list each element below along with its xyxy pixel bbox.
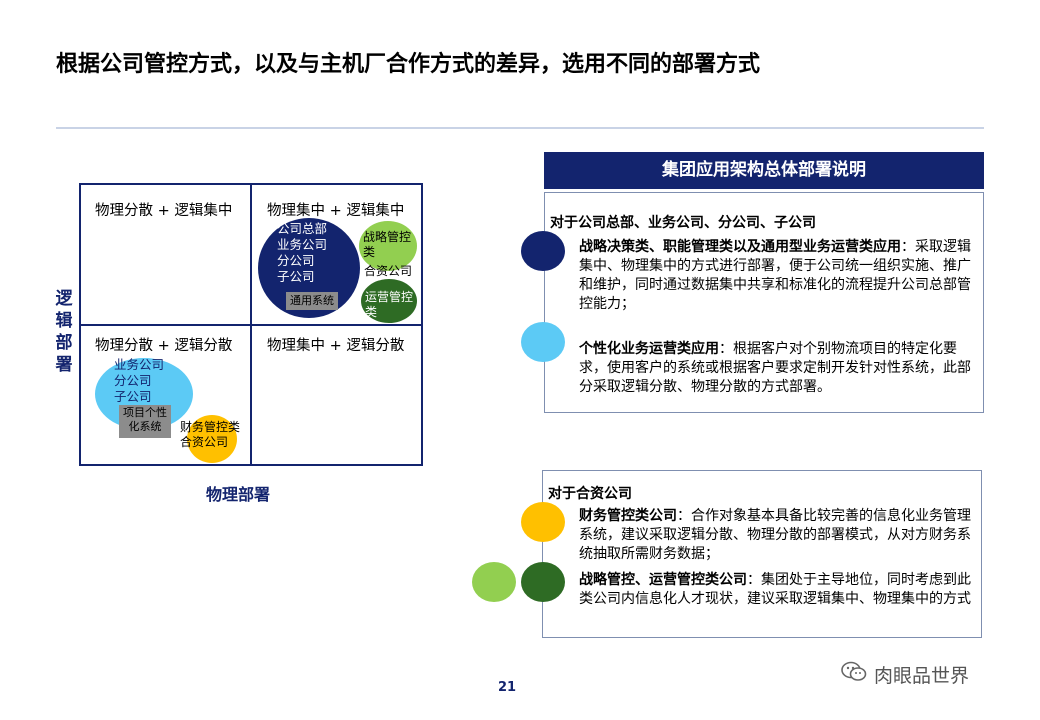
jv-item-1-title: 财务管控类公司 [579,508,677,524]
finance-label-line: 财务管控类 [180,420,241,434]
wechat-icon [840,660,868,689]
panel-jv-item-1: 财务管控类公司：合作对象基本具备比较完善的信息化业务管理系统，建议采取逻辑分散、… [579,507,971,564]
x-axis-label: 物理部署 [206,485,271,504]
page-title: 根据公司管控方式，以及与主机厂合作方式的差异，选用不同的部署方式 [56,52,761,77]
operational-control-circle [361,279,417,323]
jv-item-2-body: ：集团处于主导地位，同时考虑到此类公司内信息化人才现状，建议采取逻辑集中、物理集… [579,572,971,607]
panel-jv [542,470,982,638]
panel-jv-heading: 对于合资公司 [548,486,632,502]
project-system-tag: 项目个性 化系统 [119,405,171,438]
deployment-header: 集团应用架构总体部署说明 [544,152,984,189]
lightgreen-bullet-dot [472,562,516,602]
hq-label-line: 分公司 [277,253,315,268]
finance-label-line: 合资公司 [180,435,229,449]
project-tag-line: 化系统 [128,420,162,433]
jv-item-1-body: ：合作对象基本具备比较完善的信息化业务管理系统，建议采取逻辑分散、物理分散的部署… [579,508,971,562]
item-2-title: 个性化业务运营类应用 [579,341,719,357]
quadrant-top-right-label: 物理集中 + 逻辑集中 [267,203,405,219]
strategic-control-circle [359,221,417,271]
operational-control-label: 运营管控 类 [365,290,413,320]
hq-label-line: 业务公司 [277,237,328,252]
hq-label-line: 公司总部 [277,221,328,236]
jv-label: 合资公司 [364,264,413,278]
panel-jv-item-2: 战略管控、运营管控类公司：集团处于主导地位，同时考虑到此类公司内信息化人才现状，… [579,571,971,609]
item-2-body: ：根据客户对个别物流项目的特定化要求，使用客户的系统或根据客户要求定制开发针对性… [579,341,971,395]
y-axis-label: 逻辑部署 [55,289,73,375]
project-tag-line: 项目个性 [123,406,167,419]
jv-item-2-title: 战略管控、运营管控类公司 [579,572,747,588]
operational-label-line: 类 [365,305,378,319]
general-system-tag: 通用系统 [286,292,338,310]
panel-headquarters [544,192,984,413]
watermark-text: 肉眼品世界 [874,665,970,687]
darkgreen-bullet-dot [521,562,565,602]
operational-label-line: 运营管控 [365,290,414,304]
strategic-control-label: 战略管控 类 [363,230,411,260]
hq-circle-label: 公司总部 业务公司 分公司 子公司 [277,221,327,285]
panel-headquarters-heading: 对于公司总部、业务公司、分公司、子公司 [550,215,816,231]
matrix-horizontal-divider [79,324,423,326]
quadrant-top-left-label: 物理分散 + 逻辑集中 [95,203,233,219]
title-divider [56,127,984,129]
business-label-line: 子公司 [114,389,152,404]
lightblue-bullet-dot [521,322,565,362]
business-label-line: 业务公司 [114,357,165,372]
item-1-title: 战略决策类、职能管理类以及通用型业务运营类应用 [579,239,901,255]
quadrant-bottom-right-label: 物理集中 + 逻辑分散 [267,338,405,354]
business-label-line: 分公司 [114,373,152,388]
page-number: 21 [498,680,517,695]
item-1-body: ：采取逻辑集中、物理集中的方式进行部署，便于公司统一组织实施、推广和维护，同时通… [579,239,971,312]
panel-headquarters-item-1: 战略决策类、职能管理类以及通用型业务运营类应用：采取逻辑集中、物理集中的方式进行… [579,238,971,314]
yellow-bullet-dot [521,502,565,542]
navy-bullet-dot [521,231,565,271]
strategic-label-line: 类 [363,245,376,259]
finance-control-circle [187,415,237,463]
strategic-label-line: 战略管控 [363,230,412,244]
watermark: 肉眼品世界 [840,660,969,689]
quadrant-bottom-left-label: 物理分散 + 逻辑分散 [95,338,233,354]
hq-label-line: 子公司 [277,269,315,284]
finance-control-label: 财务管控类 合资公司 [180,420,240,450]
panel-headquarters-item-2: 个性化业务运营类应用：根据客户对个别物流项目的特定化要求，使用客户的系统或根据客… [579,340,971,397]
business-company-label: 业务公司 分公司 子公司 [114,357,164,405]
